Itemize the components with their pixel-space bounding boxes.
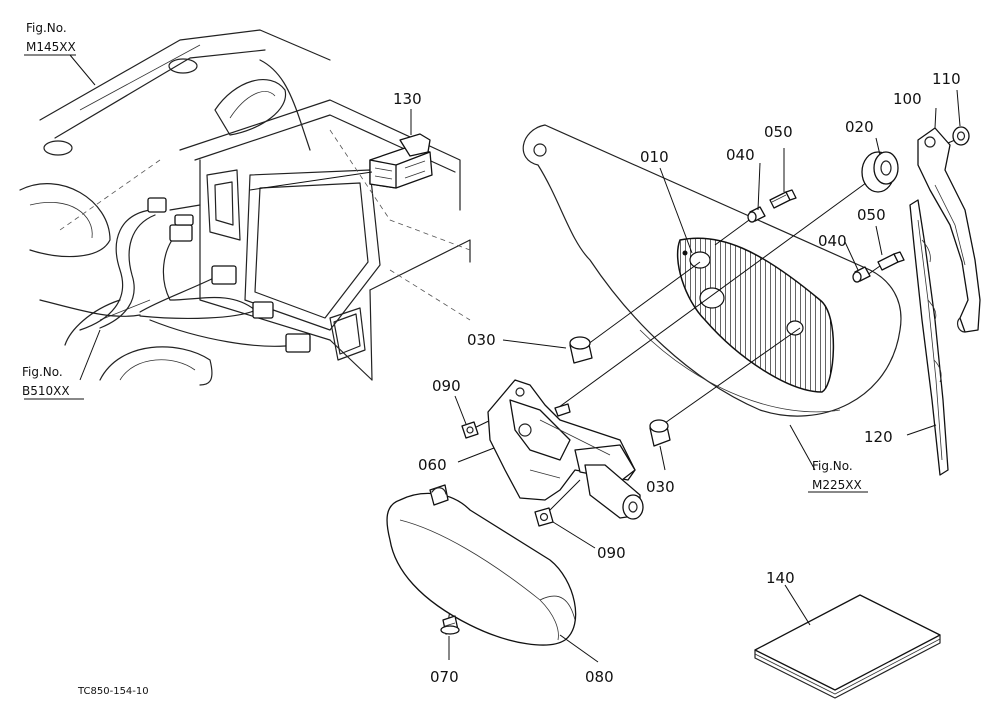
- label-030-b: 030: [646, 478, 675, 496]
- drawing-code: TC850-154-10: [77, 686, 149, 697]
- screw-070: [440, 615, 460, 635]
- bolt-050-a: [769, 189, 797, 209]
- label-050-b: 050: [857, 206, 886, 224]
- glass-010: [676, 237, 835, 393]
- label-060: 060: [418, 456, 447, 474]
- label-030-a: 030: [467, 331, 496, 349]
- part-labels: 130 010 040 050 020 100 110 050 040 120 …: [393, 70, 961, 686]
- label-080: 080: [585, 668, 614, 686]
- ref-m225-line2: M225XX: [812, 478, 862, 492]
- wiper-blade-120: [909, 199, 949, 476]
- ref-b510-line1: Fig.No.: [22, 365, 63, 379]
- ref-b510-line2: B510XX: [22, 384, 70, 398]
- label-020: 020: [845, 118, 874, 136]
- cab-structure: [19, 29, 471, 386]
- label-070: 070: [430, 668, 459, 686]
- grommet-030-b: [649, 419, 671, 447]
- switch-130: [249, 109, 433, 191]
- nut-090-a: [461, 421, 479, 439]
- label-100: 100: [893, 90, 922, 108]
- label-010: 010: [640, 148, 669, 166]
- label-090-b: 090: [597, 544, 626, 562]
- label-090-a: 090: [432, 377, 461, 395]
- grommet-030-a: [569, 336, 593, 364]
- wiper-motor-060: [487, 379, 644, 520]
- label-120: 120: [864, 428, 893, 446]
- label-050-a: 050: [764, 123, 793, 141]
- collar-040-b: [852, 266, 871, 283]
- ref-m225-line1: Fig.No.: [812, 459, 853, 473]
- label-140: 140: [766, 569, 795, 587]
- rear-window-panel: [522, 124, 902, 417]
- cap-110: [952, 126, 970, 146]
- label-110: 110: [932, 70, 961, 88]
- bolt-050-b: [877, 251, 905, 271]
- nut-090-b: [534, 507, 554, 527]
- manual-140: [754, 594, 941, 699]
- ref-m145-line1: Fig.No.: [26, 21, 67, 35]
- grommet-020: [861, 151, 899, 193]
- collar-040-a: [747, 206, 766, 223]
- leader-lines: [24, 54, 961, 663]
- ref-m145-line2: M145XX: [26, 40, 76, 54]
- label-040-a: 040: [726, 146, 755, 164]
- label-130: 130: [393, 90, 422, 108]
- cover-080: [386, 484, 577, 646]
- wire-harness: [39, 197, 311, 353]
- wiper-arm-100: [917, 127, 981, 333]
- label-040-b: 040: [818, 232, 847, 250]
- figure-references: Fig.No. M145XX Fig.No. B510XX Fig.No. M2…: [22, 21, 862, 492]
